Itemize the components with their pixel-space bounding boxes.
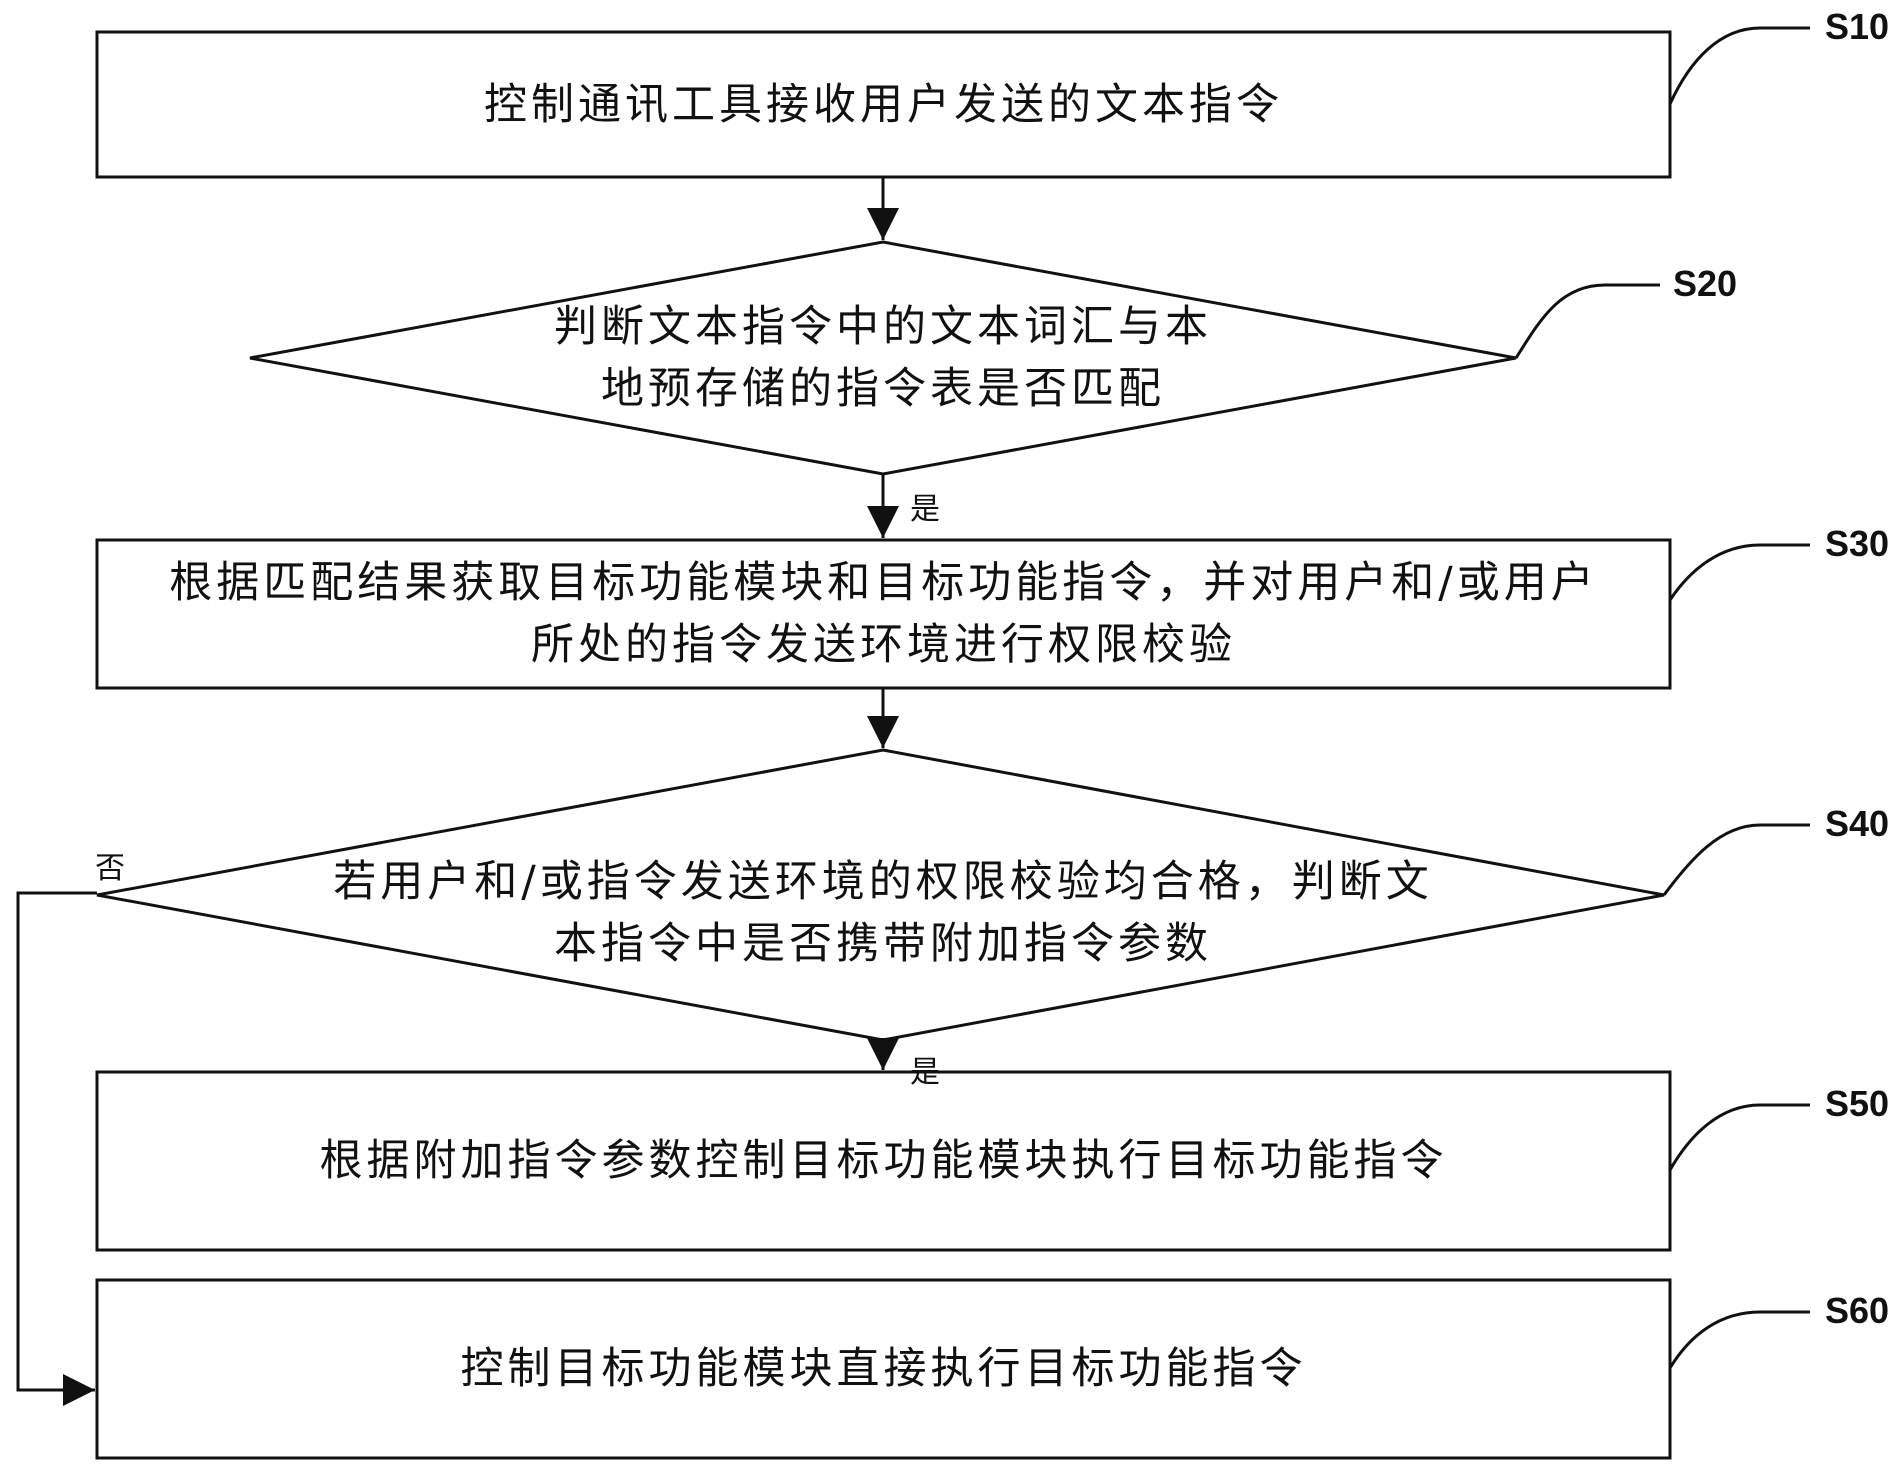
step-s30-connector <box>1668 543 1810 601</box>
arrow-s40-no-s60 <box>16 891 97 1406</box>
step-s60-text: 控制目标功能模块直接执行目标功能指令 <box>460 1344 1307 1394</box>
step-s10-connector <box>1668 26 1810 105</box>
step-s20-connector <box>1514 283 1660 359</box>
step-s60-connector <box>1668 1310 1810 1369</box>
step-s20-label: S20 <box>1673 263 1738 304</box>
step-s50-box <box>95 1070 1672 1252</box>
step-s40-connector <box>1662 823 1810 896</box>
step-s20-text: 判断文本指令中的文本词汇与本 地预存储的指令表是否匹配 <box>554 302 1212 414</box>
step-s30-label: S30 <box>1825 523 1890 564</box>
step-s10-label: S10 <box>1825 6 1890 47</box>
step-s50-label: S50 <box>1825 1083 1890 1124</box>
step-s60-box <box>95 1278 1672 1460</box>
step-s40-label: S40 <box>1825 803 1890 844</box>
branch-s40-no-label: 否 <box>95 851 125 886</box>
step-s40-text: 若用户和/或指令发送环境的权限校验均合格，判断文 本指令中是否携带附加指令参数 <box>333 857 1433 969</box>
branch-s20-yes-label: 是 <box>910 492 940 527</box>
step-s50-text: 根据附加指令参数控制目标功能模块执行目标功能指令 <box>319 1136 1448 1186</box>
branch-s40-yes-label: 是 <box>910 1055 940 1090</box>
step-s30-text: 根据匹配结果获取目标功能模块和目标功能指令，并对用户和/或用户 所处的指令发送环… <box>169 558 1598 670</box>
step-s50-connector <box>1668 1103 1810 1171</box>
step-s60-label: S60 <box>1825 1290 1890 1331</box>
step-s10-text: 控制通讯工具接收用户发送的文本指令 <box>484 79 1283 130</box>
